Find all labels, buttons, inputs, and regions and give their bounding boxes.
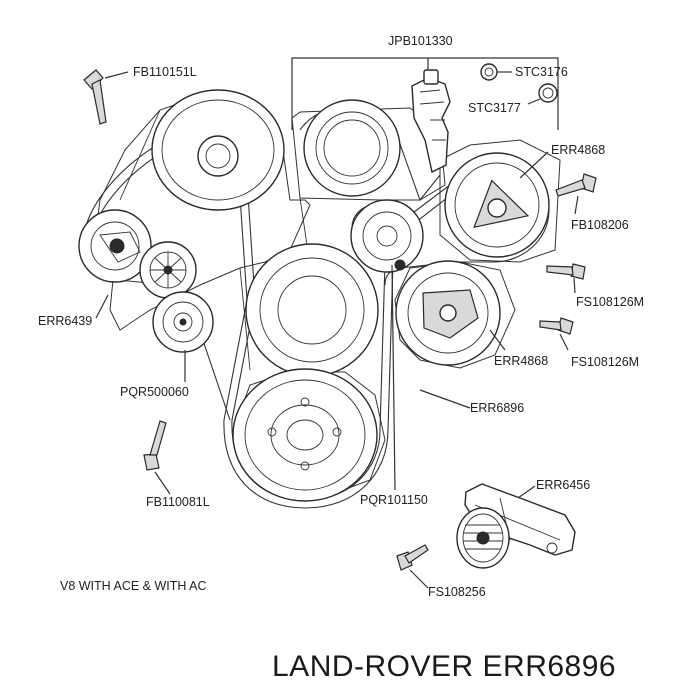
diagram-caption: V8 WITH ACE & WITH AC bbox=[60, 579, 207, 593]
bolt-fb110151l bbox=[83, 69, 107, 125]
leader-lines bbox=[95, 57, 579, 589]
bolt-fs108126m-mid bbox=[539, 317, 574, 335]
part-labels: JPB101330 FB110151L STC3176 STC3177 ERR4… bbox=[38, 34, 644, 599]
label-stc3177: STC3177 bbox=[468, 101, 521, 115]
label-err6456: ERR6456 bbox=[536, 478, 590, 492]
label-err6896: ERR6896 bbox=[470, 401, 524, 415]
label-fs108126m-top: FS108126M bbox=[576, 295, 644, 309]
o-ring-icon bbox=[538, 83, 558, 103]
bolt-icon bbox=[83, 69, 104, 90]
label-jpb101330: JPB101330 bbox=[388, 34, 453, 48]
label-stc3176: STC3176 bbox=[515, 65, 568, 79]
idler-pulley-pqr500060 bbox=[152, 291, 214, 353]
bolt-icon bbox=[143, 453, 160, 471]
label-pqr101150: PQR101150 bbox=[360, 493, 428, 507]
alternator-pulley bbox=[151, 89, 285, 211]
idler-pulley-pqr101150 bbox=[350, 199, 424, 273]
water-pump-pulley bbox=[245, 243, 379, 377]
label-fb108206: FB108206 bbox=[571, 218, 629, 232]
label-err6439: ERR6439 bbox=[38, 314, 92, 328]
o-ring-icon bbox=[480, 63, 498, 81]
label-err4868-top: ERR4868 bbox=[551, 143, 605, 157]
pump-jpb101330 bbox=[411, 69, 451, 174]
tensioner-err4868-top bbox=[444, 152, 550, 258]
label-fb110151l: FB110151L bbox=[133, 65, 197, 79]
label-fs108126m-mid: FS108126M bbox=[571, 355, 639, 369]
bolt-fs108126m-top bbox=[546, 263, 586, 280]
page-title: LAND-ROVER ERR6896 bbox=[272, 650, 616, 683]
label-err4868-mid: ERR4868 bbox=[494, 354, 548, 368]
bolt-fb110081l bbox=[143, 420, 167, 471]
o-rings bbox=[480, 63, 558, 103]
bolt-fs108256 bbox=[396, 544, 429, 571]
tensioner-assembly-err6456 bbox=[456, 483, 576, 569]
bolt-fb108206 bbox=[555, 173, 597, 197]
power-steering-pulley bbox=[303, 99, 401, 197]
label-pqr500060: PQR500060 bbox=[120, 385, 189, 399]
label-fb110081l: FB110081L bbox=[146, 495, 210, 509]
tensioner-err4868-mid bbox=[394, 259, 501, 366]
crankshaft-pulley bbox=[232, 368, 378, 502]
tensioner-pulley-err6439 bbox=[78, 209, 197, 299]
label-fs108256: FS108256 bbox=[428, 585, 486, 599]
